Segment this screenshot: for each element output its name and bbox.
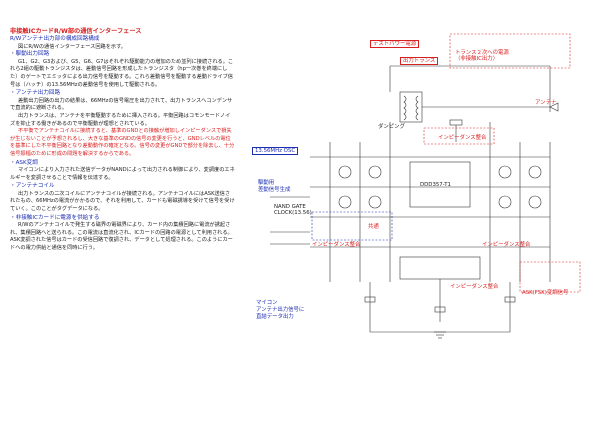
text-column: 非接触ICカードR/W部の通信インターフェース R/Wアンテナ出力部の構成回路構… — [10, 28, 235, 254]
drive-gen-label: 駆動用 差動信号生成 — [258, 180, 291, 193]
section-paragraph: R/Wのアンテナコイルで発生する磁界の電磁界により、カード内の集積回路に電流が誘… — [10, 222, 233, 252]
impedance-match-3-label: インピーダンス整合 — [482, 242, 531, 248]
impedance-match-label: インピーダンス整合 — [438, 135, 487, 141]
section-paragraph: マイコンにより入力された送信データがNANDによって出力される制御により、変調度… — [10, 167, 235, 181]
section-heading: ・ASK変調 — [10, 159, 38, 166]
section-block: ・アンテナ出力回路差動出力回路の出力の結果は、66MHzの信号電圧を出力されて、… — [10, 90, 235, 158]
intro-paragraph: 図にR/Wの通信インターフェース回路を示す。 — [18, 43, 126, 50]
section-block: ・アンテナコイル出力トランスの二次コイルにアンテナコイルが接続される。アンテナコ… — [10, 183, 235, 213]
section-heading: ・非接触ICカードに電源を供給する — [10, 214, 100, 221]
document-title: 非接触ICカードR/W部の通信インターフェース — [10, 28, 142, 35]
transformer-secondary-label: トランス２次への電源 （非接触IC出力） — [455, 50, 509, 62]
damping-label: ダンピング — [378, 124, 405, 130]
ic-model-label: DDD357-T1 — [420, 182, 451, 188]
section-paragraph: 出力トランスは、アンテナを平衡駆動するために挿入される。平衡回路はコモンモードノ… — [10, 112, 231, 127]
section-block: ・ASK変調マイコンにより入力された送信データがNANDによって出力される制御に… — [10, 160, 235, 183]
osc-label: 13.56MHz OSC — [252, 147, 299, 156]
section-paragraph: 不平衡でアンテナコイルに接続すると、基準のGNDとの接触が増加しインピーダンスで… — [10, 128, 235, 157]
document-subtitle: R/Wアンテナ出力部の構成回路構成 — [10, 36, 100, 42]
nand-gate-label: NAND GATE — [274, 204, 306, 210]
tx-data-label: マイコン アンテナ出力信号に 直結データ出力 — [256, 300, 305, 320]
schematic-drawing — [270, 33, 581, 339]
section-paragraph: 差動出力回路の出力の結果は、66MHzの信号電圧を出力されて、出力トランスへコン… — [10, 97, 233, 112]
power-supply-label: テストパワー電源 — [370, 40, 420, 49]
output-transformer-label: 出力トランス — [400, 57, 439, 66]
common-label: 共通 — [368, 224, 379, 230]
section-heading: ・アンテナコイル — [10, 183, 55, 190]
section-heading: ・アンテナ出力回路 — [10, 90, 61, 97]
clock-line-label: CLOCK(13.56) — [274, 210, 312, 216]
impedance-match-4-label: インピーダンス整合 — [450, 284, 499, 290]
ask-mod-label: ASK(FSK)変調信号 — [522, 290, 569, 296]
circuit-schematic: テストパワー電源 トランス２次への電源 （非接触IC出力） 出力トランス アンテ… — [250, 32, 588, 358]
impedance-match-2-label: インピーダンス整合 — [312, 242, 361, 248]
section-paragraph: G1、G2、G3および、G5、G6、G7はそれぞれ駆動能力の増加のため並列に接続… — [10, 58, 234, 88]
section-paragraph: 出力トランスの二次コイルにアンテナコイルが接続される。アンテナコイルにはASK送… — [10, 190, 235, 213]
section-heading: ・駆動出力回路 — [10, 51, 50, 58]
antenna-label: アンテナ — [535, 100, 557, 106]
